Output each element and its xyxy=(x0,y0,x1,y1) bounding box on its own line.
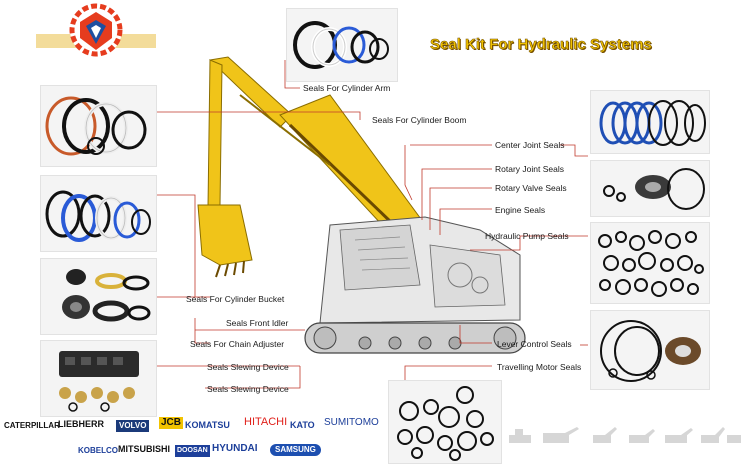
machine-silhouettes xyxy=(509,427,741,443)
seal-photo-right-3 xyxy=(590,222,710,304)
label-center-joint: Center Joint Seals xyxy=(495,140,565,150)
seal-photo-right-4 xyxy=(590,310,710,390)
label-slewing-device-2: Seals Slewing Device xyxy=(207,384,289,394)
brand-doosan: DOOSAN xyxy=(175,445,210,457)
label-engine: Engine Seals xyxy=(495,205,546,215)
brand-samsung: SAMSUNG xyxy=(270,444,321,456)
brand-komatsu: KOMATSU xyxy=(185,420,230,430)
seal-photo-right-1 xyxy=(590,90,710,154)
excavator-illustration xyxy=(197,56,526,354)
seal-photo-left-2 xyxy=(40,175,157,252)
label-cylinder-arm: Seals For Cylinder Arm xyxy=(303,83,391,93)
seal-photo-left-1 xyxy=(40,85,157,167)
label-rotary-joint: Rotary Joint Seals xyxy=(495,164,564,174)
label-cylinder-bucket: Seals For Cylinder Bucket xyxy=(186,294,285,304)
seal-photo-left-4 xyxy=(40,340,157,417)
brand-kato: KATO xyxy=(290,420,315,430)
seal-photo-left-3 xyxy=(40,258,157,335)
label-lever-control: Lever Control Seals xyxy=(497,339,572,349)
label-rotary-valve: Rotary Valve Seals xyxy=(495,183,567,193)
label-front-idler: Seals Front Idler xyxy=(226,318,289,328)
brand-volvo: VOLVO xyxy=(116,420,150,432)
brand-hitachi: HITACHI xyxy=(244,416,288,428)
label-travelling-motor: Travelling Motor Seals xyxy=(497,362,582,372)
label-hydraulic-pump: Hydraulic Pump Seals xyxy=(485,231,569,241)
brand-caterpillar: CATERPILLAR xyxy=(4,421,60,430)
company-logo xyxy=(36,0,156,62)
brand-kobelco: KOBELCO xyxy=(78,446,118,455)
brand-sumitomo: SUMITOMO xyxy=(324,417,379,428)
seal-photo-right-2 xyxy=(590,160,710,217)
brand-hyundai: HYUNDAI xyxy=(212,443,258,454)
brand-liebherr: LIEBHERR xyxy=(58,419,105,429)
label-chain-adjuster: Seals For Chain Adjuster xyxy=(190,339,285,349)
seal-photo-bottom xyxy=(388,380,502,464)
brand-jcb: JCB xyxy=(159,417,184,429)
seal-photo-cylinder-arm xyxy=(286,8,398,82)
label-slewing-device-1: Seals Slewing Device xyxy=(207,362,289,372)
label-cylinder-boom: Seals For Cylinder Boom xyxy=(372,115,467,125)
page-title: Seal Kit For Hydraulic Systems xyxy=(430,36,652,54)
brand-mitsubishi: MITSUBISHI xyxy=(118,444,171,454)
